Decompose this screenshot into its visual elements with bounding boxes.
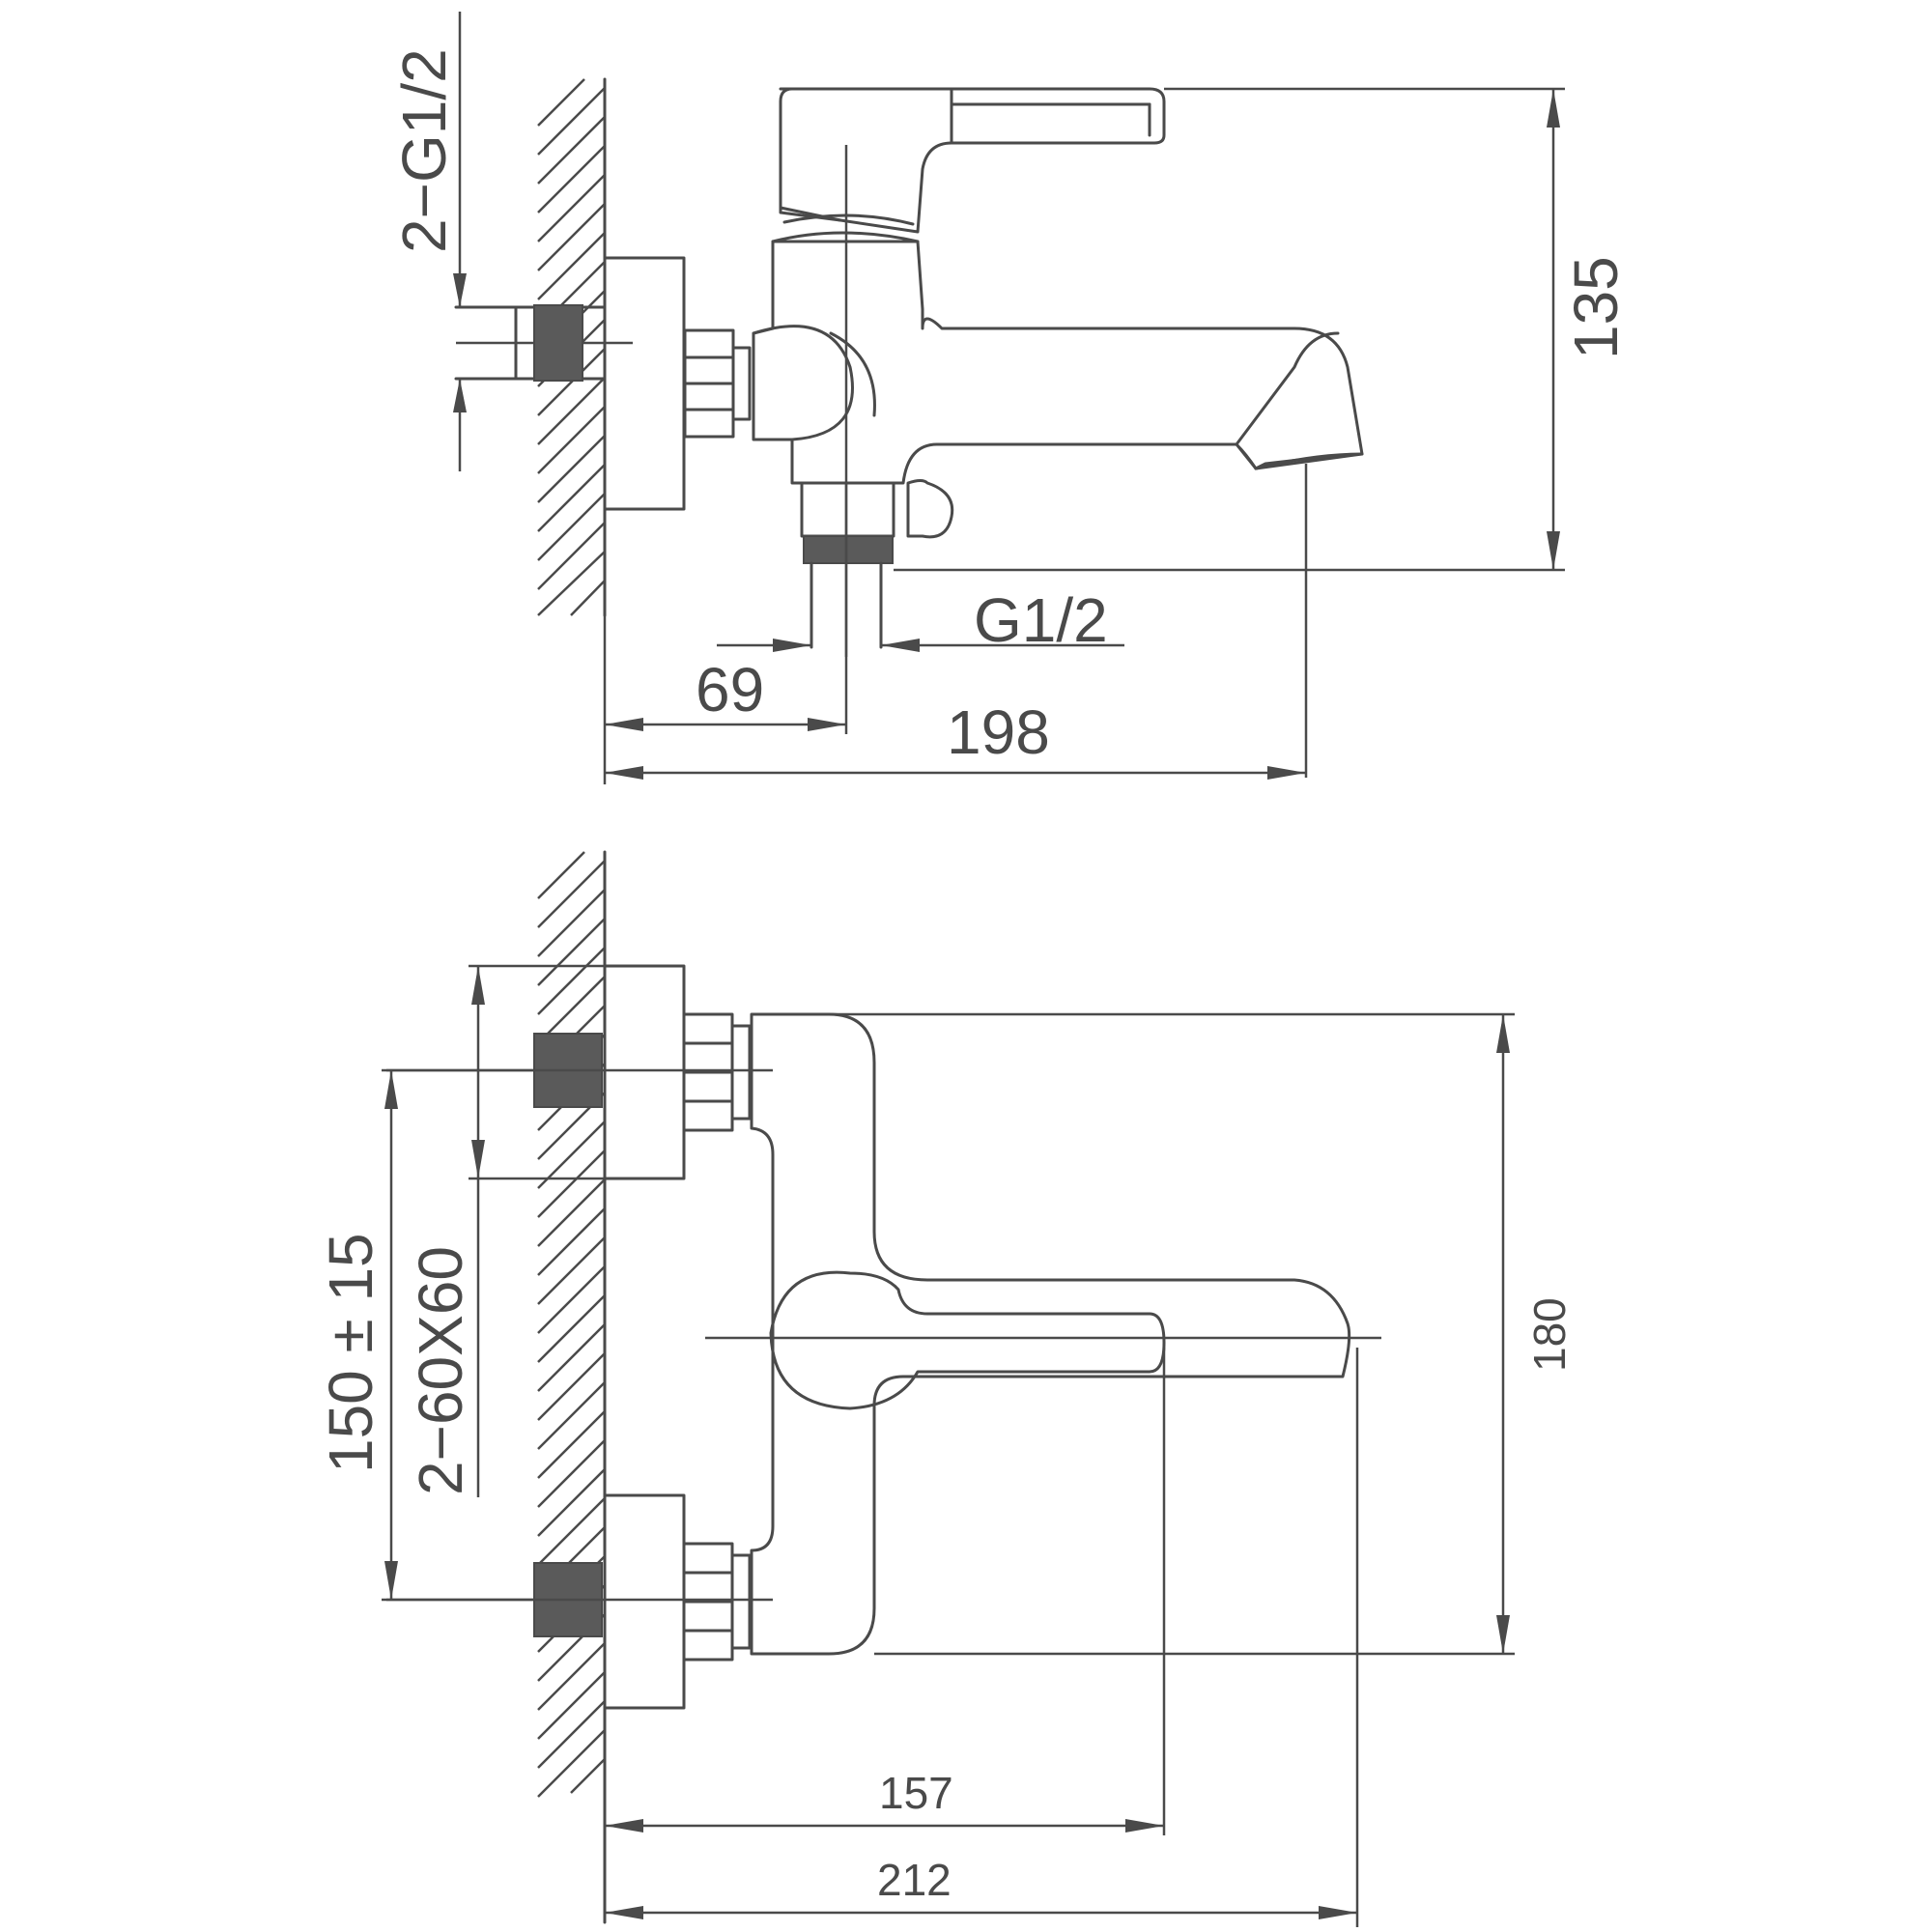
side-outlet-thread-label: G1/2: [974, 585, 1108, 655]
front-flange-dim: 2−60X60: [406, 964, 684, 1497]
side-axis-dim: 69: [605, 655, 846, 731]
front-lower-flange: [603, 1493, 686, 1710]
side-inlet-pipe: [454, 304, 633, 382]
front-mixer-body: [750, 1012, 1351, 1656]
front-wall: [537, 850, 607, 1924]
front-width-label: 212: [877, 1855, 952, 1905]
side-inlet-thread: [533, 304, 583, 382]
front-spacing-label: 150 ± 15: [316, 1233, 385, 1473]
side-reach-dim: 198: [603, 615, 1306, 784]
front-lower-inlet: [386, 1493, 773, 1710]
front-upper-inlet: [386, 964, 773, 1180]
side-handle-lever: [779, 87, 1166, 234]
side-wall-flange: [603, 256, 686, 511]
front-lever-label: 157: [879, 1768, 953, 1818]
side-diverter-knob: [906, 479, 954, 539]
side-axis-label: 69: [696, 655, 764, 724]
side-inlet-thread-label: 2−G1/2: [389, 48, 459, 253]
side-mixer-body: [752, 213, 1364, 539]
front-lever: [769, 1270, 1166, 1410]
side-height-dim: 135: [894, 87, 1631, 572]
side-view: 2−G1/2 135 G1/2 69: [389, 12, 1631, 784]
side-outlet-thread-dim: G1/2: [717, 585, 1124, 655]
side-outlet-pipe: [800, 481, 895, 657]
front-lever-dim: 157: [605, 1348, 1166, 1835]
front-wall-hatching: [537, 851, 606, 1798]
side-height-label: 135: [1561, 256, 1631, 359]
front-view: 2−60X60 150 ± 15 180 157: [316, 850, 1575, 1927]
side-outlet-thread: [803, 535, 894, 564]
front-upper-flange: [603, 964, 686, 1180]
front-height-label: 180: [1524, 1297, 1575, 1372]
side-hex-nut: [683, 328, 752, 439]
side-inlet-thread-dim: 2−G1/2: [389, 12, 467, 471]
front-spacing-dim: 150 ± 15: [316, 1068, 534, 1602]
front-height-dim: 180: [752, 1012, 1575, 1656]
front-flange-label: 2−60X60: [406, 1246, 475, 1495]
front-width-dim: 212: [605, 1348, 1359, 1927]
side-reach-label: 198: [947, 697, 1050, 767]
